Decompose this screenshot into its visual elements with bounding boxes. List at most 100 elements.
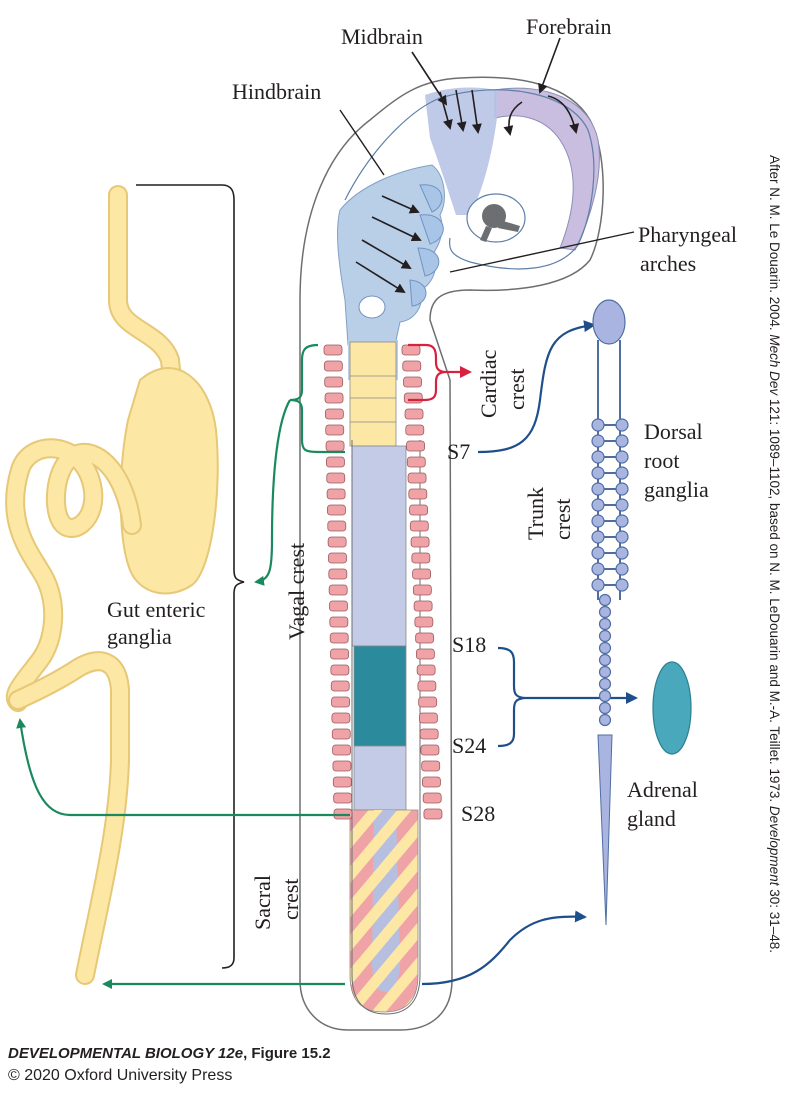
somite xyxy=(416,664,436,676)
somite xyxy=(332,760,352,772)
label-sacral-1: Sacral xyxy=(250,875,275,930)
tube-lumen-outline xyxy=(351,440,421,1015)
otic-vesicle xyxy=(358,295,386,319)
ganglion xyxy=(598,617,612,631)
ganglion xyxy=(598,593,612,607)
somite xyxy=(419,728,439,740)
ganglion xyxy=(598,629,612,643)
trunk-tail xyxy=(597,734,613,926)
label-midbrain: Midbrain xyxy=(341,24,423,49)
label-cardiac-1: Cardiac xyxy=(476,349,501,418)
s7-trunk-arrow xyxy=(477,320,596,454)
ganglion xyxy=(591,498,605,512)
somite xyxy=(328,584,348,596)
forebrain-pointer xyxy=(538,37,561,94)
ganglion xyxy=(598,701,612,715)
somite xyxy=(411,552,431,564)
somite xyxy=(331,696,350,708)
somite xyxy=(403,392,423,404)
label-s7: S7 xyxy=(447,439,470,464)
somite xyxy=(327,504,346,516)
somite xyxy=(326,488,346,500)
somite xyxy=(332,744,352,756)
label-dorsal-2: root xyxy=(644,448,679,473)
book-title: DEVELOPMENTAL BIOLOGY 12e xyxy=(8,1045,244,1062)
somite xyxy=(413,600,433,612)
somite xyxy=(332,776,352,788)
ganglion xyxy=(591,466,605,480)
somite xyxy=(403,376,422,388)
ganglion xyxy=(615,466,629,480)
tube-trunk xyxy=(351,445,407,647)
somite xyxy=(325,424,345,436)
midbrain-pointer xyxy=(411,51,448,106)
somite xyxy=(409,504,428,516)
somite xyxy=(421,760,441,772)
somite xyxy=(329,632,349,644)
ganglion xyxy=(591,578,605,592)
somite xyxy=(415,632,435,644)
label-vagal: Vagal crest xyxy=(284,543,309,640)
label-hindbrain: Hindbrain xyxy=(232,79,321,104)
somite xyxy=(406,440,425,452)
somite xyxy=(422,792,442,804)
copyright: © 2020 Oxford University Press xyxy=(8,1067,233,1084)
label-s18: S18 xyxy=(452,632,486,657)
somite xyxy=(408,488,428,500)
somite xyxy=(405,424,425,436)
tube-adrenal xyxy=(353,645,407,747)
somite xyxy=(327,520,347,532)
gut xyxy=(5,185,219,985)
somite xyxy=(325,440,345,452)
somite xyxy=(323,360,343,372)
ganglion xyxy=(615,482,629,496)
somite xyxy=(412,568,431,580)
label-pharyngeal-2: arches xyxy=(640,251,696,276)
ganglion xyxy=(591,482,605,496)
somite xyxy=(419,712,438,724)
somites xyxy=(323,344,443,820)
somite xyxy=(418,696,438,708)
label-pharyngeal-1: Pharyngeal xyxy=(638,222,737,247)
ganglion xyxy=(615,498,629,512)
ganglion xyxy=(591,562,605,576)
ganglion xyxy=(615,418,629,432)
somite xyxy=(324,408,344,420)
ganglion xyxy=(615,562,629,576)
somite xyxy=(407,472,427,484)
sacral-trunk-arrow xyxy=(421,910,587,986)
pharyngeal-pointer xyxy=(449,231,635,273)
somite xyxy=(330,664,350,676)
midbrain-region xyxy=(425,87,497,215)
ganglion xyxy=(598,713,612,727)
somite xyxy=(330,680,350,692)
somite xyxy=(414,616,434,628)
ganglion xyxy=(591,434,605,448)
ganglion xyxy=(615,450,629,464)
ganglion xyxy=(598,653,612,667)
somite xyxy=(412,584,432,596)
hindbrain-pointer xyxy=(339,109,385,176)
label-gut-2: ganglia xyxy=(107,624,172,649)
ganglion xyxy=(598,677,612,691)
somite xyxy=(331,728,351,740)
ganglion xyxy=(591,418,605,432)
brain-inner-outline xyxy=(344,89,595,270)
s28-to-gut-arrow xyxy=(16,718,350,817)
ganglion xyxy=(591,514,605,528)
label-adrenal-1: Adrenal xyxy=(627,777,698,802)
tube-sacral-core xyxy=(372,810,400,992)
figure-number: , Figure 15.2 xyxy=(243,1045,331,1062)
gut-bracket xyxy=(136,184,245,969)
label-adrenal-2: gland xyxy=(627,806,676,831)
label-trunk-2: crest xyxy=(550,498,575,540)
ganglion xyxy=(598,641,612,655)
vagal-bracket xyxy=(289,343,345,454)
somite xyxy=(326,456,345,468)
label-trunk-1: Trunk xyxy=(523,487,548,540)
somite xyxy=(417,680,437,692)
somite xyxy=(323,344,343,356)
ganglion xyxy=(591,530,605,544)
somite xyxy=(330,648,349,660)
label-s28: S28 xyxy=(461,801,495,826)
